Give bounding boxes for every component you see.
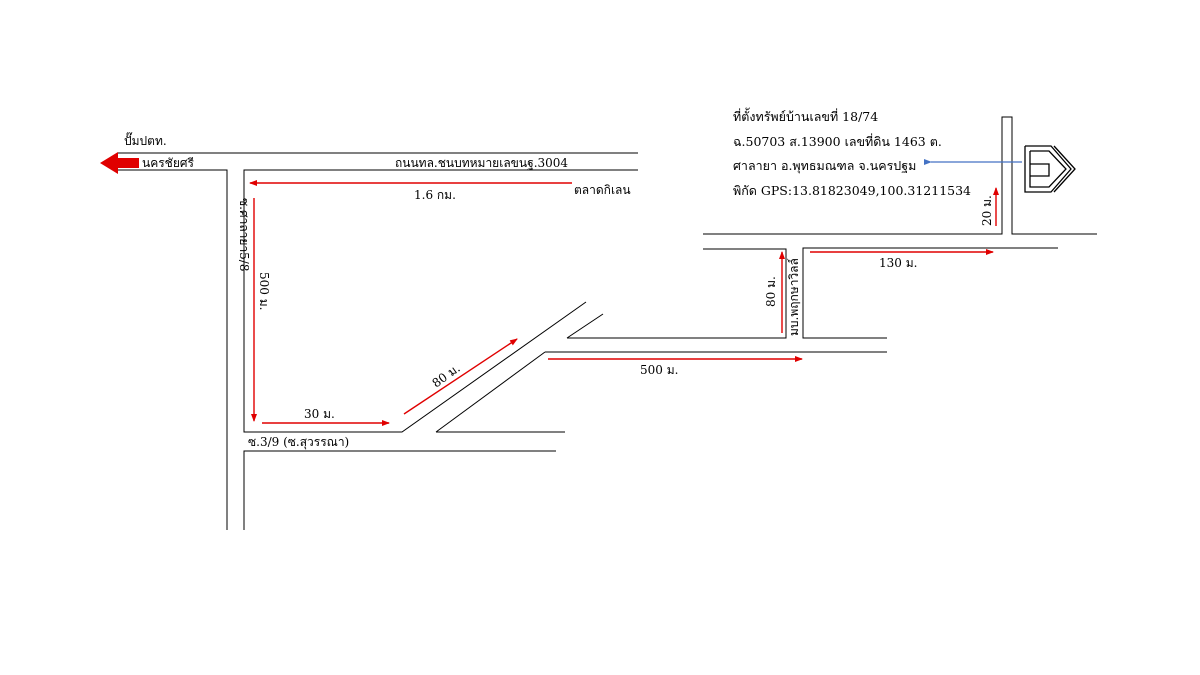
distance-80-up-label: 80 ม. <box>764 276 778 307</box>
village-road-left-edge <box>567 248 787 339</box>
route <box>249 180 999 426</box>
nakhon-chai-si-label: นครชัยศรี <box>142 156 194 170</box>
soi-3-9-label: ซ.3/9 (ซ.สุวรรณา) <box>248 435 349 450</box>
soi-salaya-inner-edge <box>243 169 638 433</box>
soi-salaya-label: ซ.ศาลายา5/8 <box>237 198 251 272</box>
distance-500-down-label: 500 ม. <box>257 272 271 310</box>
distance-30-label: 30 ม. <box>304 407 335 421</box>
house-lane-edges <box>703 116 1097 235</box>
distance-130-label: 130 ม. <box>879 256 917 270</box>
fork-diagonal-edge <box>435 351 546 433</box>
info-line-1: ที่ตั้งทรัพย์บ้านเลขที่ 18/74 <box>733 107 878 124</box>
upper-diagonal-edge <box>566 313 604 339</box>
route-arrow-80-diagonal <box>403 338 518 415</box>
village-label: มบ.พฤกษาวิลล์ <box>787 258 801 336</box>
distance-1-6km-label: 1.6 กม. <box>414 188 456 202</box>
left-road-outer-edge <box>118 169 228 530</box>
info-line-3: ศาลายา อ.พุทธมณฑล จ.นครปฐม <box>733 158 916 174</box>
house-icon <box>1024 145 1076 193</box>
distance-20-label: 20 ม. <box>980 195 994 226</box>
property-info: ที่ตั้งทรัพย์บ้านเลขที่ 18/74 ฉ.50703 ส.… <box>733 107 971 198</box>
gas-station-label: ปั๊มปตท. <box>124 132 167 148</box>
soi-3-9-lower-edge <box>243 450 556 530</box>
talat-kilen-label: ตลาดกิเลน <box>574 183 631 197</box>
roads <box>118 116 1097 530</box>
info-line-2: ฉ.50703 ส.13900 เลขที่ดิน 1463 ต. <box>733 133 942 149</box>
distance-500-right-label: 500 ม. <box>640 363 678 377</box>
village-road-right-edge <box>802 247 1058 339</box>
main-road-label: ถนนทล.ชนบทหมายเลขนฐ.3004 <box>395 156 568 170</box>
left-arrow-icon <box>100 152 139 174</box>
info-line-4: พิกัด GPS:13.81823049,100.31211534 <box>733 183 971 198</box>
